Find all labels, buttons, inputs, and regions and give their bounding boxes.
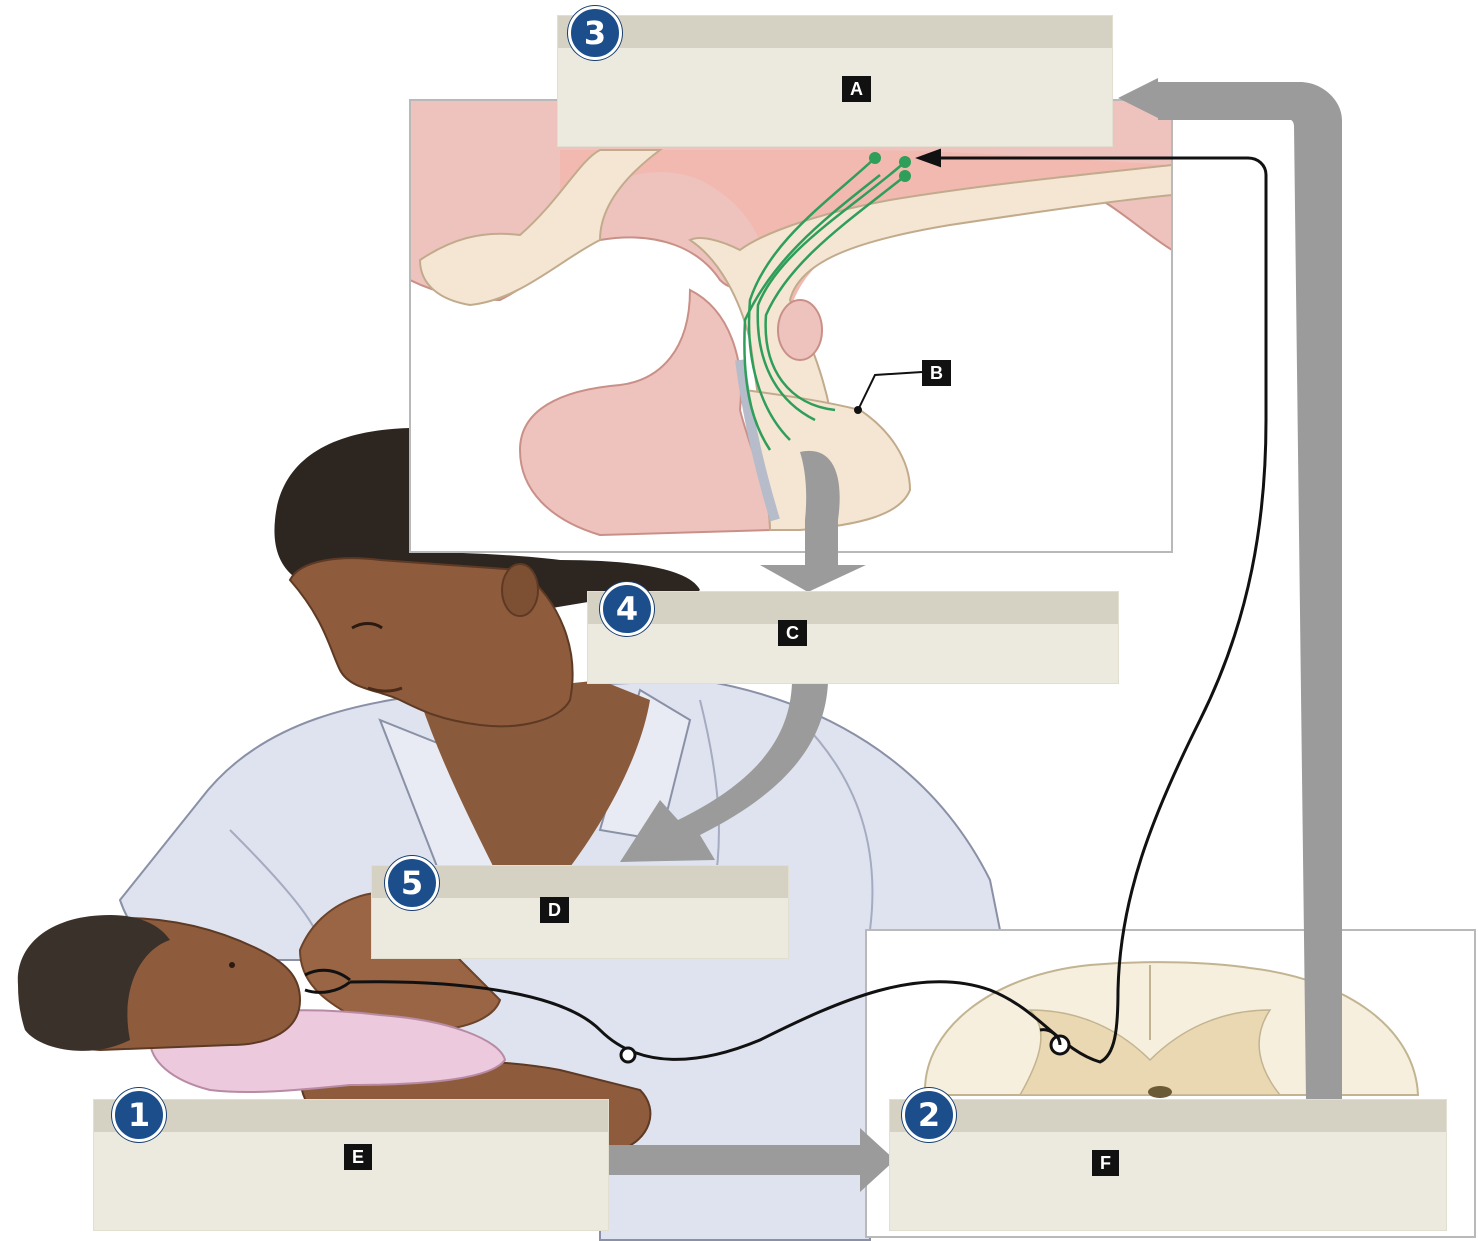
step-badge-4: 4	[600, 582, 654, 636]
mother-ear	[502, 564, 538, 616]
step-badge-2: 2	[902, 1088, 956, 1142]
label-tag-c: C	[778, 620, 807, 646]
small-body	[778, 300, 822, 360]
hypothalamus-pituitary-inset	[410, 100, 1172, 552]
step-band	[558, 16, 1112, 48]
neuron-cell-body	[899, 170, 911, 182]
step-box-2	[890, 1100, 1446, 1230]
step-badge-3: 3	[568, 6, 622, 60]
step-badge-1: 1	[112, 1088, 166, 1142]
step-badge-5: 5	[385, 856, 439, 910]
label-tag-f: F	[1092, 1150, 1119, 1176]
step-band	[588, 592, 1118, 624]
label-tag-a: A	[842, 76, 871, 102]
label-tag-d: D	[540, 897, 569, 923]
step-box-3	[558, 16, 1112, 146]
step-band	[94, 1100, 608, 1132]
label-tag-e: E	[344, 1144, 372, 1170]
dorsal-root-ganglion	[621, 1048, 635, 1062]
label-tag-b: B	[922, 360, 951, 386]
neuron-cell-body	[899, 156, 911, 168]
central-canal	[1148, 1086, 1172, 1098]
step-band	[890, 1100, 1446, 1132]
neuron-cell-body	[869, 152, 881, 164]
baby-eye	[229, 962, 235, 968]
step-box-4	[588, 592, 1118, 683]
